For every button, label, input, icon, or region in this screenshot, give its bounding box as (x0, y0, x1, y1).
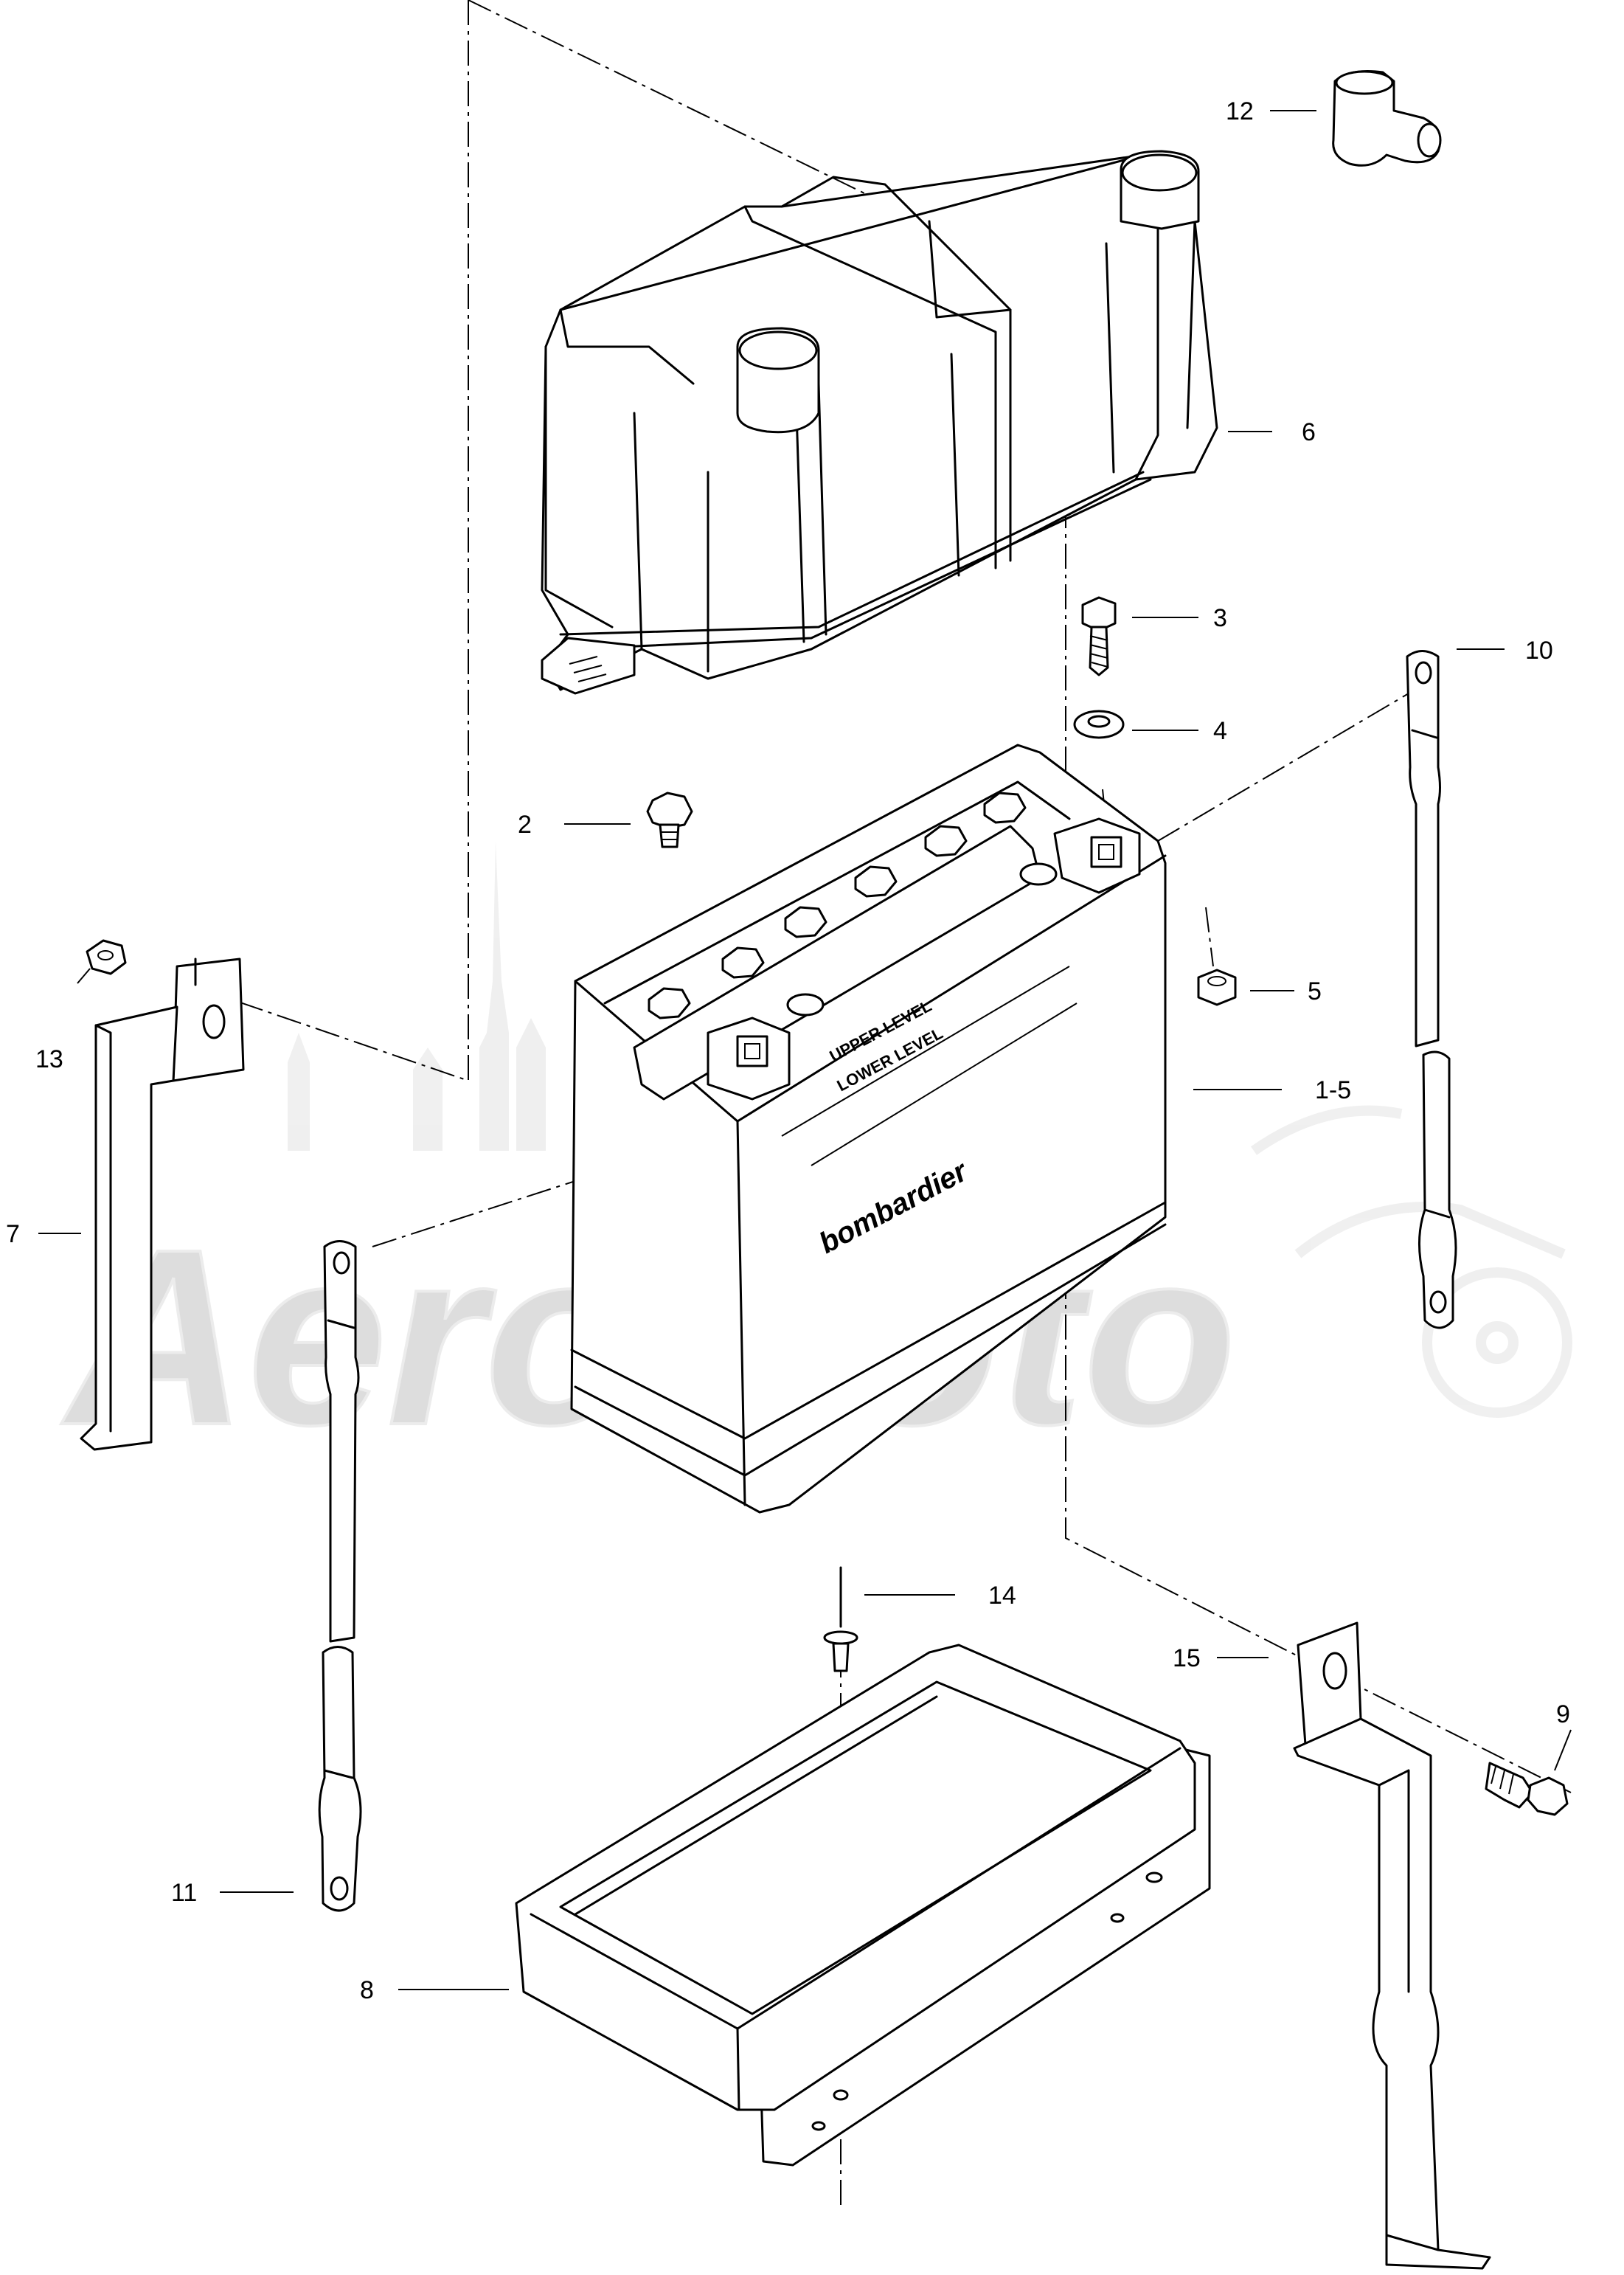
battery-tray-part-8[interactable] (515, 1644, 1211, 2167)
callout-11: 11 (171, 1879, 197, 1907)
long-bracket-part-15[interactable] (1293, 1621, 1491, 2270)
callout-8: 8 (360, 1976, 374, 2004)
vent-cap-part-2[interactable] (646, 792, 693, 848)
callout-leader-lines (38, 110, 1572, 1990)
callout-2: 2 (518, 811, 532, 839)
support-bracket-part-7[interactable] (80, 958, 245, 1451)
callout-7: 7 (6, 1220, 20, 1248)
callout-9: 9 (1556, 1700, 1570, 1728)
battery-cover-part-6[interactable] (541, 150, 1218, 695)
callout-14: 14 (988, 1582, 1016, 1610)
callout-5: 5 (1308, 977, 1322, 1005)
bracket-nut-part-13[interactable] (86, 939, 127, 975)
washer-part-4[interactable] (1073, 710, 1125, 739)
terminal-boot-part-12[interactable] (1332, 70, 1442, 167)
motorcycle-silhouette-watermark (1250, 1105, 1572, 1418)
callout-6: 6 (1302, 418, 1316, 446)
callout-4: 4 (1213, 717, 1227, 745)
terminal-bolt-part-3[interactable] (1081, 596, 1117, 676)
rivet-part-14[interactable] (823, 1566, 858, 1672)
terminal-nut-part-5[interactable] (1197, 969, 1237, 1006)
cathedral-silhouette-watermark (288, 841, 679, 1151)
battery-cable-part-11[interactable] (318, 1240, 362, 1912)
battery-part-1-5[interactable]: UPPER LEVEL LOWER LEVEL bombardier (570, 744, 1167, 1514)
screw-part-9[interactable] (1485, 1762, 1569, 1816)
callout-15: 15 (1173, 1644, 1201, 1672)
callout-3: 3 (1213, 604, 1227, 632)
battery-cable-part-10[interactable] (1406, 650, 1457, 1329)
callout-12: 12 (1226, 97, 1254, 125)
callout-13: 13 (35, 1045, 63, 1073)
battery-filler-caps (648, 792, 1027, 1019)
callout-10: 10 (1525, 637, 1553, 665)
callout-1-5: 1-5 (1315, 1076, 1351, 1104)
callout-labels: 12 6 3 10 4 2 5 13 1-5 7 14 15 9 11 8 (6, 97, 1570, 2004)
